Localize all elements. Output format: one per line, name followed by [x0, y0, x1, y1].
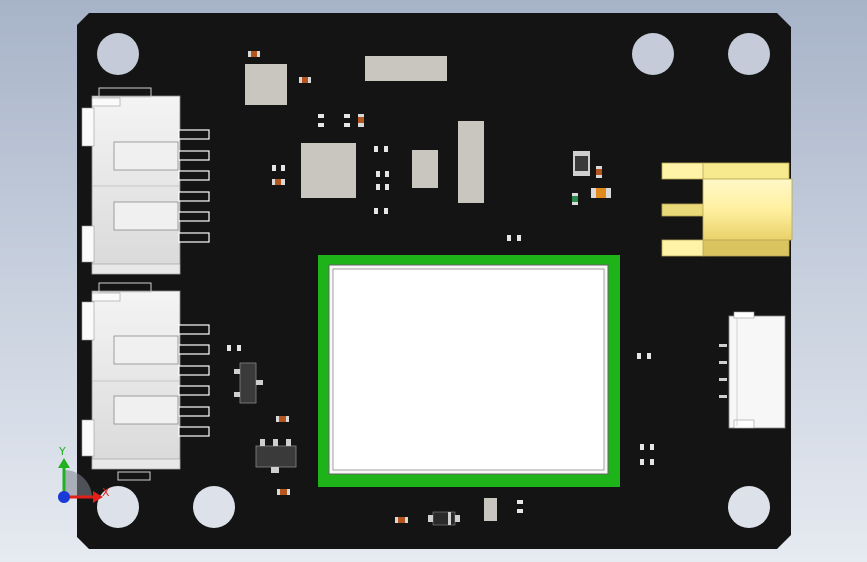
ic-square-top-left [245, 64, 287, 105]
mounting-hole-top-left [97, 33, 139, 75]
passive-components [227, 51, 654, 523]
connector-right [719, 311, 786, 429]
voltage-regulator [255, 439, 297, 473]
ic-main-square [301, 143, 356, 198]
axis-y-label: Y [58, 445, 66, 458]
ic-small-square [412, 150, 438, 188]
wireless-module [318, 255, 620, 487]
axis-x-label: X [102, 486, 110, 499]
ic-small-bottom [484, 498, 497, 521]
mounting-hole-bottom-right [728, 486, 770, 528]
mounting-hole-top-mid [632, 33, 674, 75]
ic-tall-rect [458, 121, 484, 203]
sma-connector [661, 162, 793, 257]
mounting-hole-bottom-left [97, 486, 139, 528]
mounting-hole-bottom-mid [193, 486, 235, 528]
diode-bottom [428, 511, 460, 526]
transistor-sot23 [234, 362, 263, 404]
connector-bottom-left [81, 282, 210, 481]
axis-triad-icon: Y X [58, 445, 110, 503]
mounting-hole-top-right [728, 33, 770, 75]
ic-wide-top [365, 56, 447, 81]
inductor-small [573, 151, 590, 176]
connector-top-left [81, 87, 210, 275]
